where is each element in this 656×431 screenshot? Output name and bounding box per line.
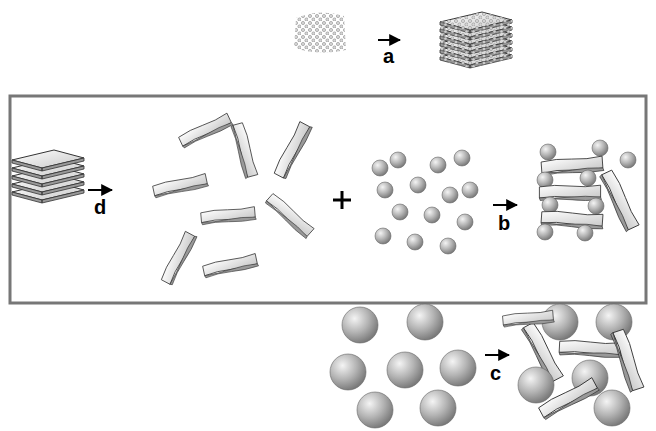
nanoparticle-cloud bbox=[294, 12, 346, 52]
arrow bbox=[493, 204, 517, 206]
layered-stack-with-particles bbox=[440, 12, 512, 68]
step-label: c bbox=[490, 363, 501, 383]
medium-particles bbox=[372, 150, 478, 254]
step-label: b bbox=[498, 213, 510, 233]
step-label: a bbox=[383, 46, 394, 66]
exfoliated-sheets bbox=[152, 113, 314, 286]
intercalated-composite bbox=[537, 140, 639, 241]
step-label: d bbox=[94, 197, 106, 217]
large-particle-composite bbox=[502, 304, 644, 426]
arrow bbox=[485, 354, 509, 356]
plus-sign bbox=[333, 191, 351, 209]
layered-stack bbox=[12, 150, 84, 203]
arrow bbox=[88, 189, 112, 191]
frame bbox=[10, 96, 646, 303]
arrow bbox=[378, 39, 400, 41]
large-particles bbox=[330, 304, 476, 428]
